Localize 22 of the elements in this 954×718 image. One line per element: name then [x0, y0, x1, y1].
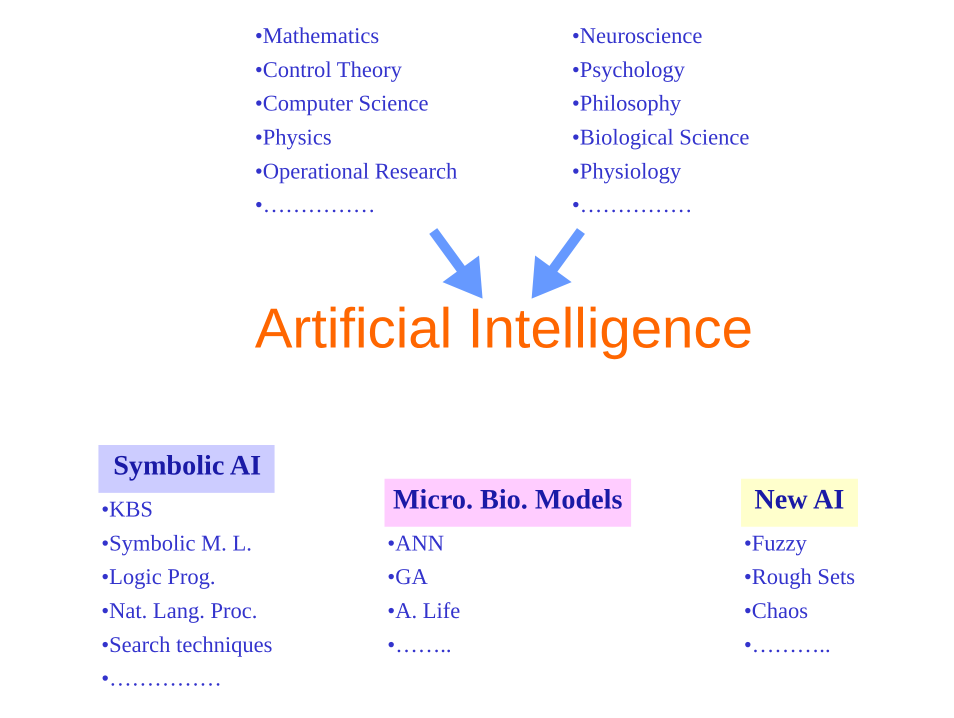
node-label: •Logic Prog. [100, 564, 216, 590]
node-box: Micro. Bio. Models [384, 478, 631, 527]
node-label: •ANN [386, 530, 444, 556]
node-label: •Symbolic M. L. [100, 530, 252, 556]
arrow [531, 228, 584, 299]
node-label: •Rough Sets [743, 564, 855, 590]
node-text: •Mathematics •Control Theory •Computer Science •Physics •Operational Research •…………… [254, 23, 457, 218]
node-label: •GA [386, 564, 428, 590]
node-box: New AI [740, 478, 858, 527]
node-label: •KBS [100, 496, 152, 522]
node-label: •…….. [386, 632, 452, 657]
node-label: •Fuzzy [743, 530, 806, 556]
node-label: •…………… [100, 666, 222, 691]
node-label: •Chaos [743, 598, 808, 624]
arrow [428, 228, 482, 299]
node-label: •Search techniques [100, 632, 272, 657]
node-label: •……….. [743, 632, 830, 657]
node-text: Artificial Intelligence [254, 296, 752, 360]
node-box: Symbolic AI [98, 444, 274, 493]
node-text: •Neuroscience •Psychology •Philosophy •Biological Science •Physiology •…………… [571, 23, 749, 218]
node-label: •A. Life [386, 598, 460, 624]
node-label: •Nat. Lang. Proc. [100, 598, 257, 624]
